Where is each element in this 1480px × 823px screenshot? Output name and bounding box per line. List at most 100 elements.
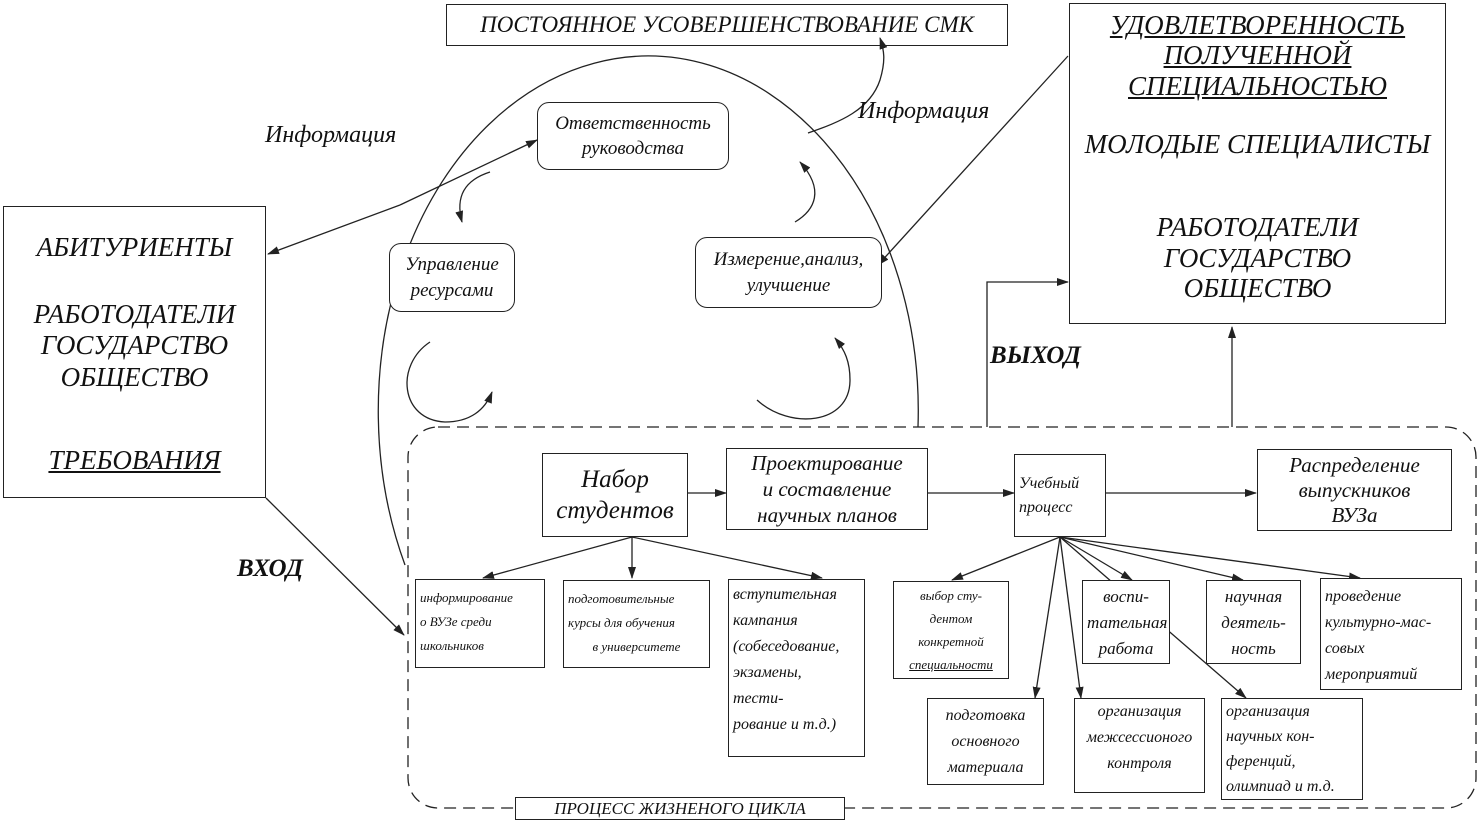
right-line-society: ОБЩЕСТВО	[1183, 273, 1332, 303]
control-line-1: организация	[1097, 703, 1182, 720]
improvement-arrow	[807, 37, 888, 134]
right-line-specialty: СПЕЦИАЛЬНОСТЬЮ	[1128, 71, 1387, 101]
choice-line-4: специальности	[909, 657, 993, 672]
cycle-curve-3	[406, 341, 493, 423]
material-line-2: основного	[951, 733, 1020, 750]
conferences-line-3: ференций,	[1226, 753, 1296, 770]
info-left-arrow-b	[399, 139, 538, 206]
output-label: ВЫХОД	[990, 342, 1081, 369]
informing-box: информирование о ВУЗе среди школьников	[415, 579, 545, 668]
left-line-applicants: АБИТУРИЕНТЫ	[36, 232, 233, 262]
responsibility-line-2: руководства	[582, 138, 684, 159]
control-line-2: межсессионого	[1086, 729, 1193, 746]
conferences-box: организация научных кон- ференций, олимп…	[1221, 698, 1363, 800]
education-line-2: процесс	[1019, 498, 1073, 516]
left-line-society: ОБЩЕСТВО	[60, 362, 209, 392]
input-arrow	[265, 497, 405, 636]
edu-sub-arrow-choice	[951, 536, 1061, 581]
prep-courses-line-3: в университете	[592, 639, 681, 654]
choice-line-2: дентом	[929, 611, 973, 626]
lifecycle-caption-box: ПРОЦЕСС ЖИЗНЕНОГО ЦИКЛА	[515, 797, 845, 820]
entrance-line-5: тести-	[733, 690, 784, 707]
cultural-line-3: совых	[1325, 640, 1365, 657]
lifecycle-region	[407, 426, 1477, 809]
cultural-line-2: культурно-мас-	[1325, 614, 1432, 631]
conferences-line-2: научных кон-	[1226, 728, 1315, 745]
cultural-box: проведение культурно-мас- совых мероприя…	[1320, 578, 1462, 690]
material-box: подготовка основного материала	[927, 698, 1044, 785]
choice-box: выбор сту- дентом конкретной специальнос…	[893, 581, 1009, 679]
recruit-sub-arrow-3	[631, 536, 823, 580]
entrance-box: вступительная кампания (собеседование, э…	[728, 579, 865, 757]
entrance-line-2: кампания	[733, 612, 798, 629]
info-left-arrow-a	[267, 204, 401, 255]
entrance-line-4: экзамены,	[733, 664, 802, 681]
info-right-arrow	[877, 55, 1069, 266]
prep-courses-line-2: курсы для обучения	[568, 615, 675, 630]
design-line-2: и составление	[762, 477, 892, 501]
entrance-line-6: рование и т.д.)	[733, 716, 837, 733]
input-label: ВХОД	[237, 555, 303, 582]
education-line-1: Учебный	[1019, 474, 1080, 492]
informing-line-3: школьников	[420, 638, 484, 653]
upbringing-line-1: воспи-	[1103, 587, 1149, 606]
resources-line-1: Управление	[405, 253, 499, 275]
conferences-line-4: олимпиад и т.д.	[1226, 778, 1335, 795]
measurement-line-2: улучшение	[746, 274, 831, 296]
recruit-sub-arrow-1	[482, 536, 633, 579]
edu-sub-arrow-control	[1059, 536, 1084, 699]
responsibility-box: Ответственность руководства	[537, 102, 729, 170]
recruit-line-2: студентов	[556, 497, 674, 524]
satisfaction-block: УДОВЛЕТВОРЕННОСТЬ ПОЛУЧЕННОЙ СПЕЦИАЛЬНОС…	[1069, 3, 1446, 324]
distribution-line-1: Распределение	[1289, 452, 1420, 477]
informing-line-1: информирование	[420, 590, 513, 605]
left-line-state: ГОСУДАРСТВО	[40, 330, 229, 360]
cycle-curve-2	[794, 161, 816, 223]
right-line-state: ГОСУДАРСТВО	[1163, 243, 1352, 273]
recruit-line-1: Набор	[581, 466, 649, 493]
info-right-label: Информация	[858, 98, 990, 124]
recruit-box: Набор студентов	[542, 453, 688, 537]
design-box: Проектирование и составление научных пла…	[726, 448, 928, 530]
left-line-employers: РАБОТОДАТЕЛИ	[33, 299, 236, 329]
edu-sub-arrow-research	[1059, 536, 1244, 582]
design-line-3: научных планов	[757, 503, 897, 527]
distribution-line-3: ВУЗа	[1331, 502, 1378, 527]
choice-line-3: конкретной	[918, 634, 984, 649]
edu-sub-arrow-upbringing	[1059, 536, 1133, 581]
right-line-received: ПОЛУЧЕННОЙ	[1163, 40, 1352, 70]
research-line-2: деятель-	[1221, 613, 1286, 632]
requirements-block: АБИТУРИЕНТЫ РАБОТОДАТЕЛИ ГОСУДАРСТВО ОБЩ…	[3, 206, 266, 498]
cycle-curve-1	[455, 171, 491, 223]
material-line-1: подготовка	[945, 707, 1026, 724]
research-line-1: научная	[1224, 587, 1283, 606]
info-left-label: Информация	[265, 122, 397, 148]
right-line-young-specialists: МОЛОДЫЕ СПЕЦИАЛИСТЫ	[1084, 129, 1431, 159]
entrance-line-3: (собеседование,	[733, 638, 840, 655]
improvement-title: ПОСТОЯННОЕ УСОВЕРШЕНСТВОВАНИЕ СМК	[480, 12, 974, 37]
entrance-line-1: вступительная	[733, 586, 837, 603]
resources-line-2: ресурсами	[410, 279, 494, 301]
measurement-box: Измерение,анализ, улучшение	[695, 237, 882, 308]
prep-courses-box: подготовительные курсы для обучения в ун…	[563, 580, 710, 668]
research-box: научная деятель- ность	[1206, 580, 1301, 664]
conferences-line-1: организация	[1226, 703, 1310, 720]
upbringing-box: воспи- тательная работа	[1082, 580, 1170, 664]
right-line-satisfaction: УДОВЛЕТВОРЕННОСТЬ	[1109, 10, 1406, 40]
left-line-requirements: ТРЕБОВАНИЯ	[48, 445, 221, 475]
upbringing-line-2: тательная	[1087, 613, 1168, 632]
cycle-curve-4	[756, 337, 851, 420]
responsibility-line-1: Ответственность	[555, 113, 711, 134]
cultural-line-4: мероприятий	[1325, 666, 1418, 683]
research-line-3: ность	[1231, 639, 1276, 658]
choice-line-1: выбор сту-	[920, 588, 982, 603]
distribution-box: Распределение выпускников ВУЗа	[1257, 449, 1452, 531]
lifecycle-caption: ПРОЦЕСС ЖИЗНЕНОГО ЦИКЛА	[554, 798, 806, 818]
measurement-line-1: Измерение,анализ,	[713, 248, 864, 270]
resources-box: Управление ресурсами	[389, 243, 515, 312]
output-arrow-elbow	[986, 278, 1069, 427]
edu-sub-arrow-cultural	[1059, 536, 1361, 581]
prep-courses-line-1: подготовительные	[568, 591, 675, 606]
right-line-employers: РАБОТОДАТЕЛИ	[1156, 212, 1359, 242]
